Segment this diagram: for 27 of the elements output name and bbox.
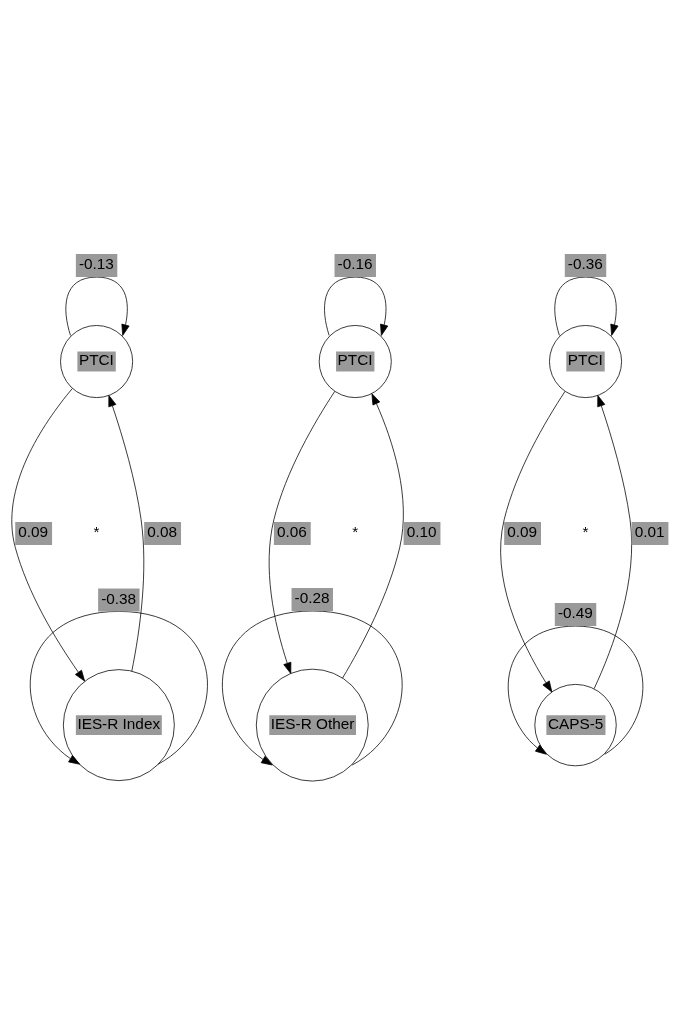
arrow <box>65 276 130 336</box>
arrow <box>221 610 403 766</box>
arrow <box>11 388 86 682</box>
arrow <box>108 395 145 672</box>
edge-label: -0.16 <box>337 255 373 273</box>
edge-label: -0.28 <box>294 589 330 607</box>
edge-label: 0.01 <box>634 523 665 541</box>
label: * <box>352 523 359 541</box>
arrow <box>29 611 208 765</box>
edge-label: 0.09 <box>18 523 49 541</box>
edge-label: -0.36 <box>567 255 603 273</box>
arrow <box>593 395 632 690</box>
arrow <box>342 393 404 679</box>
label: * <box>93 523 100 541</box>
arrow <box>500 390 566 693</box>
arrow <box>324 276 389 336</box>
edge-label: 0.09 <box>507 523 538 541</box>
arrow <box>554 276 619 336</box>
edge-label: 0.10 <box>406 523 437 541</box>
node-circle: IES-R Other <box>255 668 369 782</box>
edge-label: -0.13 <box>78 255 114 273</box>
edge-label: -0.38 <box>101 589 137 607</box>
edge-label: 0.06 <box>276 523 307 541</box>
label: * <box>582 523 589 541</box>
arrow <box>507 625 644 755</box>
edge-label: 0.08 <box>147 523 178 541</box>
edge-label: -0.49 <box>557 604 593 622</box>
